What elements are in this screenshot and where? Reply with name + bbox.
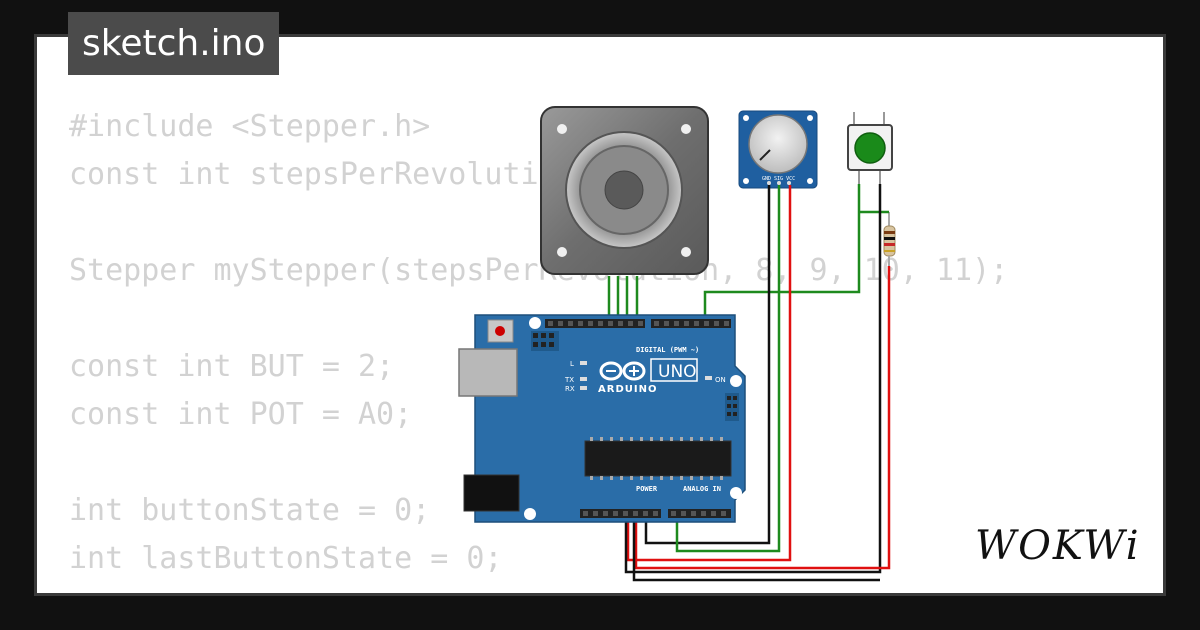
usb-port	[458, 348, 518, 397]
button-signal-wire	[703, 184, 861, 323]
reset-button-icon	[495, 326, 505, 336]
potentiometer[interactable]: GND SIG VCC	[738, 110, 818, 189]
mount-hole-icon	[557, 247, 567, 257]
led-tx-label: TX	[564, 376, 574, 384]
button-cap[interactable]	[854, 132, 886, 164]
digital-header-left	[545, 319, 645, 328]
led-rx-label: RX	[565, 385, 575, 393]
arduino-uno-board[interactable]: DIGITAL (PWM ~) UNO ARDUINO ON L TX RX P…	[458, 314, 746, 523]
potentiometer-pin-labels: GND SIG VCC	[762, 176, 795, 182]
led-l-label: L	[570, 360, 574, 368]
analog-header	[668, 509, 731, 518]
pot-signal-wire	[675, 185, 781, 553]
potentiometer-knob[interactable]	[748, 114, 808, 174]
resistor	[883, 212, 896, 266]
power-jack	[463, 474, 520, 512]
mount-hole-icon	[557, 124, 567, 134]
code-line: int buttonState = 0;	[69, 493, 431, 528]
microcontroller-chip	[584, 440, 732, 477]
code-line: int lastButtonState = 0;	[69, 541, 503, 576]
mount-hole-icon	[681, 124, 691, 134]
code-line: int direction = 1;	[69, 583, 1008, 593]
gnd-bottom-wire	[632, 515, 880, 582]
code-line: const int POT = A0;	[69, 397, 413, 432]
board-brand: ARDUINO	[598, 384, 657, 395]
pot-vcc-wire	[626, 185, 792, 562]
code-line: #include <Stepper.h>	[69, 109, 431, 144]
motor-shaft	[604, 170, 644, 210]
on-label: ON	[715, 376, 726, 384]
mount-hole-icon	[681, 247, 691, 257]
wires	[624, 184, 891, 582]
wokwi-logo: WOKWi	[975, 523, 1141, 569]
pot-gnd-wire	[644, 185, 771, 545]
push-button[interactable]	[847, 112, 893, 184]
digital-header-right	[651, 319, 731, 328]
arduino-logo-icon	[599, 361, 646, 381]
resistor-red-wire	[634, 266, 891, 570]
code-line: const int BUT = 2;	[69, 349, 395, 384]
digital-label: DIGITAL (PWM ~)	[636, 346, 699, 354]
analog-label: ANALOG IN	[683, 485, 721, 493]
file-tab[interactable]: sketch.ino	[68, 12, 280, 75]
button-power-wire	[624, 184, 882, 574]
stepper-motor[interactable]	[540, 106, 709, 275]
power-label: POWER	[636, 485, 658, 493]
power-header	[580, 509, 661, 518]
board-model: UNO	[658, 362, 697, 382]
